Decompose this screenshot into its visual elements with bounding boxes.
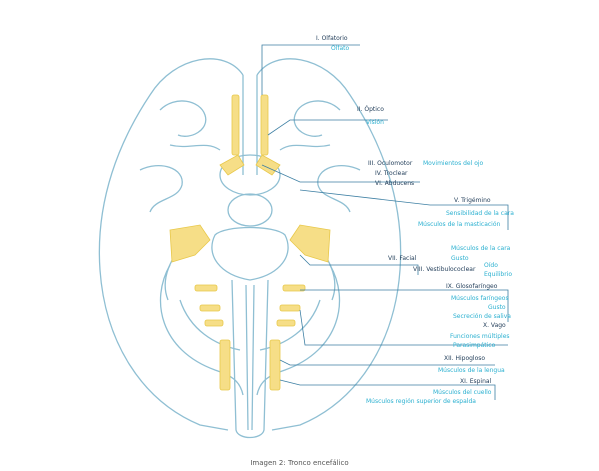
facial-left [194, 284, 218, 292]
label-musculos-faringeos: Músculos faríngeos [451, 295, 509, 302]
label-optico: II. Óptico [357, 106, 384, 113]
label-vago: X. Vago [483, 322, 506, 329]
vagus-right [276, 319, 296, 327]
label-equilibrio: Equilibrio [484, 271, 513, 278]
label-musculos-cara: Músculos de la cara [451, 245, 511, 252]
optic-nerve-left [219, 154, 245, 176]
olfactory-tract-right [260, 94, 269, 156]
leader-lines [261, 44, 509, 400]
label-musculos-lengua: Músculos de la lengua [438, 367, 505, 374]
hypoglossal-left [219, 339, 231, 391]
label-troclear: IV. Troclear [375, 170, 408, 177]
trigeminal-left [169, 224, 211, 263]
label-olfatorio: I. Olfatorio [316, 35, 348, 42]
label-vestibulococlear: VIII. Vestibulococlear [413, 266, 476, 273]
label-musculos-masticacion: Músculos de la masticación [418, 221, 501, 228]
label-mov-ojo: Movimientos del ojo [423, 160, 484, 167]
label-espinal: XI. Espinal [460, 378, 492, 385]
facial-right [282, 284, 306, 292]
label-funciones-multiples: Funciones múltiples [450, 333, 510, 340]
label-musculos-cuello: Músculos del cuello [433, 389, 492, 396]
label-oido: Oído [484, 262, 498, 269]
label-abducens: VI. Abducens [375, 180, 415, 187]
glossopharyngeal-left [199, 304, 221, 312]
label-secrecion-saliva: Secreción de saliva [453, 313, 511, 320]
label-hipogloso: XII. Hipogloso [444, 355, 486, 362]
label-gusto-2: Gusto [488, 304, 506, 311]
olfactory-tract-left [231, 94, 240, 156]
label-musculos-espalda: Músculos región superior de espalda [366, 398, 476, 405]
label-gusto-1: Gusto [451, 255, 469, 262]
label-oculomotor: III. Oculomotor [368, 160, 413, 167]
trigeminal-right [289, 224, 331, 263]
label-parasimpatico: Parasimpático [453, 342, 496, 349]
vagus-left [204, 319, 224, 327]
glossopharyngeal-right [279, 304, 301, 312]
hypoglossal-right [269, 339, 281, 391]
label-vision: Visión [366, 119, 384, 126]
label-olfato: Olfato [331, 45, 350, 52]
label-trigemino: V. Trigémino [454, 197, 491, 204]
optic-nerve-right [255, 154, 281, 176]
label-glosofaringeo: IX. Glosofaríngeo [446, 283, 498, 290]
label-sensibilidad-cara: Sensibilidad de la cara [446, 210, 514, 217]
brain-outline [98, 58, 402, 439]
label-facial: VII. Facial [388, 255, 417, 262]
cranial-nerves [169, 94, 331, 391]
caption: Imagen 2: Tronco encefálico [250, 459, 349, 467]
